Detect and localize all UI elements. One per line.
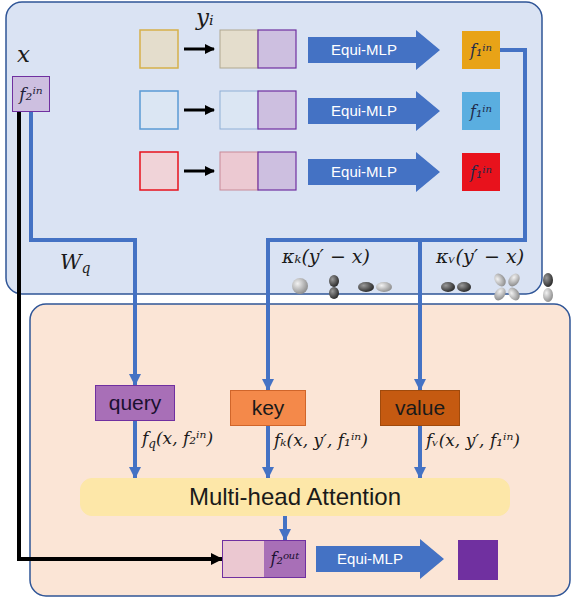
block-arrow-outline (308, 91, 440, 131)
edge-label: fᵥ(x, y′, f₁ⁱⁿ) (426, 430, 520, 450)
connector (268, 50, 525, 390)
subscript: q (82, 260, 91, 276)
math-label: yᵢ (196, 4, 214, 30)
concat-feature: f₂ᵒᵘᵗ (222, 540, 306, 578)
mlp-label: Equi-MLP (316, 539, 424, 579)
math-label: fq(x, f₂ⁱⁿ) (142, 428, 213, 451)
feature-box: f₁ⁱⁿ (462, 153, 500, 191)
orbital-icons (292, 271, 553, 302)
connector (266, 426, 270, 478)
box-label: key (252, 396, 285, 420)
input-panel (6, 2, 542, 294)
attention-panel (30, 304, 570, 596)
mlp-arrow: Equi-MLP (308, 30, 440, 70)
output-feature (458, 540, 498, 580)
box-label: Multi-head Attention (189, 483, 401, 511)
query-box: query (95, 385, 175, 421)
mlp-arrow: Equi-MLP (308, 91, 440, 131)
edge-label: fₖ(x, y′, f₁ⁱⁿ) (274, 430, 368, 450)
box-label: query (109, 391, 162, 415)
mlp-label: Equi-MLP (308, 30, 420, 70)
neighbor-row (140, 91, 296, 129)
key-box: key (230, 390, 306, 426)
subscript: q (148, 437, 156, 451)
box-label: value (395, 396, 445, 420)
connector (31, 112, 135, 385)
feature-box: f₁ⁱⁿ (462, 31, 500, 69)
mlp-label: Equi-MLP (308, 152, 420, 192)
block-arrow-outline (308, 30, 440, 70)
block-arrow-outline (308, 152, 440, 192)
box-label: f₁ⁱⁿ (470, 163, 492, 182)
value-box: value (380, 390, 460, 426)
mlp-arrow: Equi-MLP (308, 152, 440, 192)
feature-label: f₂ᵒᵘᵗ (265, 541, 305, 577)
feature-box: xf₂ⁱⁿ (12, 76, 50, 112)
mlp-arrow: Equi-MLP (316, 539, 444, 579)
math-label: Wq (60, 250, 91, 276)
neighbor-row (140, 30, 296, 68)
point-label: x (17, 41, 30, 67)
box-label: f₁ⁱⁿ (470, 41, 492, 60)
edge-label: κₖ(y′ − x) (282, 245, 370, 267)
edge-label: κᵥ(y′ − x) (436, 245, 524, 267)
box-label: f₂ⁱⁿ (19, 84, 42, 104)
box-label: f₁ⁱⁿ (470, 102, 492, 121)
connector (133, 421, 137, 478)
math-text: f (142, 428, 148, 448)
attention-block: Multi-head Attention (80, 478, 510, 516)
math-text: W (60, 250, 82, 274)
connector (283, 516, 287, 540)
block-arrow-outline (316, 539, 444, 579)
connector (420, 50, 525, 390)
mlp-label: Equi-MLP (308, 91, 420, 131)
feature-box: f₁ⁱⁿ (462, 92, 500, 130)
connector (418, 426, 422, 478)
math-text: (x, f₂ⁱⁿ) (156, 428, 213, 448)
neighbor-row (140, 152, 296, 190)
math-text: yᵢ (196, 4, 214, 30)
